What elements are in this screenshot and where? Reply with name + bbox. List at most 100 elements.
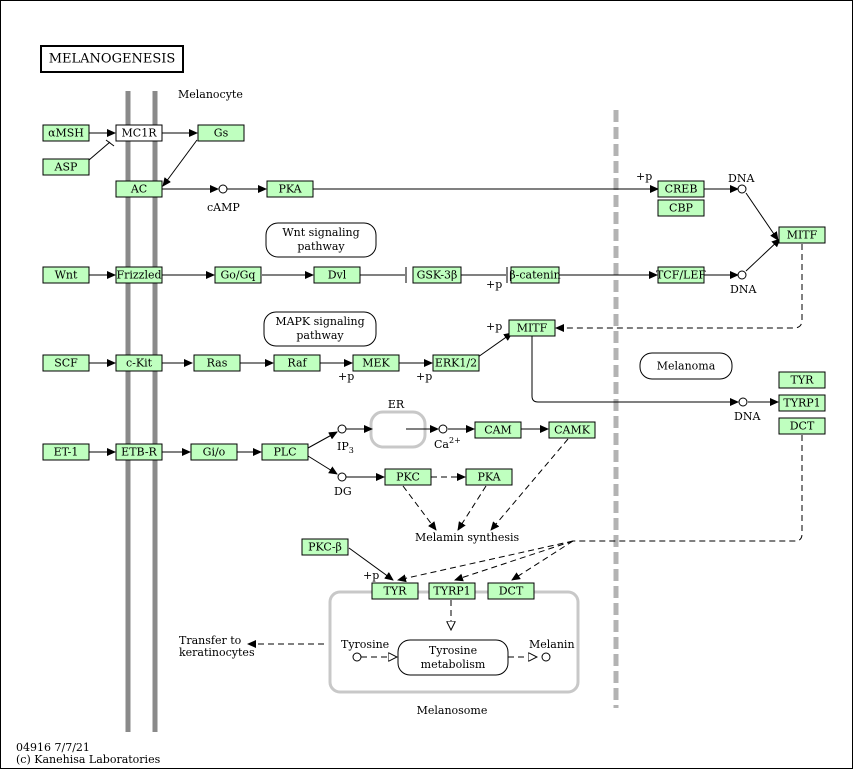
dna-node-1[interactable] xyxy=(737,184,747,194)
svg-text:TYRP1: TYRP1 xyxy=(783,397,820,410)
svg-text:ERK1/2: ERK1/2 xyxy=(435,357,477,370)
dna-node-3[interactable] xyxy=(738,397,748,407)
gene-pka-2[interactable]: PKA xyxy=(465,468,513,486)
melanocyte-label: Melanocyte xyxy=(178,88,243,101)
svg-text:Gs: Gs xyxy=(214,127,229,140)
gene-gogq[interactable]: Go/Gq xyxy=(214,266,262,284)
gene-tyr-2[interactable]: TYR xyxy=(371,582,419,600)
gene-dvl[interactable]: Dvl xyxy=(313,266,361,284)
svg-text:Frizzled: Frizzled xyxy=(116,269,161,282)
svg-text:Ras: Ras xyxy=(207,357,228,370)
transfer-label-line2: keratinocytes xyxy=(179,646,255,659)
gene-pka-1[interactable]: PKA xyxy=(266,180,314,198)
title-box: MELANOGENESIS xyxy=(40,45,184,73)
dg-node[interactable] xyxy=(337,472,347,482)
gene-mc1r[interactable]: MC1R xyxy=(115,124,163,142)
svg-text:CBP: CBP xyxy=(669,202,694,215)
svg-text:CREB: CREB xyxy=(665,183,698,196)
melanin-synthesis-label: Melamin synthesis xyxy=(415,531,520,544)
footer-id-date: 04916 7/7/21 xyxy=(16,741,90,754)
tyrosine-metabolism-link[interactable]: Tyrosine metabolism xyxy=(397,639,509,676)
gene-tyrp1-1[interactable]: TYRP1 xyxy=(778,394,826,412)
svg-text:ASP: ASP xyxy=(54,161,78,174)
svg-text:ET-1: ET-1 xyxy=(54,446,79,459)
gene-cam[interactable]: CAM xyxy=(474,421,522,439)
gene-wnt[interactable]: Wnt xyxy=(42,266,90,284)
wnt-pathway-link[interactable]: Wnt signaling pathway xyxy=(265,222,377,258)
gene-bcatenin[interactable]: β-catenin xyxy=(509,266,561,284)
svg-text:PKC: PKC xyxy=(396,471,420,484)
dna-node-2[interactable] xyxy=(737,270,747,280)
gene-etbr[interactable]: ETB-R xyxy=(115,443,163,461)
gene-cbp[interactable]: CBP xyxy=(657,199,705,217)
gene-camk[interactable]: CAMK xyxy=(548,421,596,439)
gene-dct-1[interactable]: DCT xyxy=(778,417,826,435)
er-label: ER xyxy=(388,398,405,411)
svg-text:DCT: DCT xyxy=(499,585,524,598)
svg-text:Wnt signaling: Wnt signaling xyxy=(282,226,359,239)
svg-text:TYR: TYR xyxy=(384,585,408,598)
svg-text:αMSH: αMSH xyxy=(48,127,84,140)
page-title: MELANOGENESIS xyxy=(49,52,176,67)
svg-text:PKA: PKA xyxy=(477,471,501,484)
gene-tcflef[interactable]: TCF/LEF xyxy=(656,266,706,284)
gene-gsk3b[interactable]: GSK-3β xyxy=(412,266,462,284)
gene-raf[interactable]: Raf xyxy=(273,354,321,372)
svg-text:MITF: MITF xyxy=(517,322,548,335)
svg-text:PKC-β: PKC-β xyxy=(308,541,342,554)
gene-pkcb[interactable]: PKC-β xyxy=(301,538,349,556)
gene-scf[interactable]: SCF xyxy=(42,354,90,372)
calcium-node[interactable] xyxy=(438,424,448,434)
gene-ckit[interactable]: c-Kit xyxy=(115,354,163,372)
melanoma-pathway-link[interactable]: Melanoma xyxy=(639,352,733,380)
phospho-erk: +p xyxy=(416,370,432,383)
gene-tyrp1-2[interactable]: TYRP1 xyxy=(428,582,476,600)
dg-label: DG xyxy=(334,485,352,498)
camp-label: cAMP xyxy=(207,201,240,214)
gene-gs[interactable]: Gs xyxy=(197,124,245,142)
tyrosine-node[interactable] xyxy=(352,652,362,662)
gene-frizzled[interactable]: Frizzled xyxy=(115,266,163,284)
svg-text:Raf: Raf xyxy=(287,357,307,370)
ip3-node[interactable] xyxy=(337,424,347,434)
mapk-pathway-link[interactable]: MAPK signaling pathway xyxy=(263,311,377,347)
svg-text:MAPK signaling: MAPK signaling xyxy=(275,315,364,328)
gene-dct-2[interactable]: DCT xyxy=(487,582,535,600)
gene-asp[interactable]: ASP xyxy=(42,158,90,176)
svg-text:metabolism: metabolism xyxy=(421,658,486,671)
gene-ras[interactable]: Ras xyxy=(193,354,241,372)
svg-text:β-catenin: β-catenin xyxy=(509,269,560,282)
phospho-mitf: +p xyxy=(486,320,502,333)
gene-mitf-1[interactable]: MITF xyxy=(778,226,826,244)
camp-node[interactable] xyxy=(218,184,228,194)
gene-pkc[interactable]: PKC xyxy=(384,468,432,486)
phospho-tyr: +p xyxy=(363,569,379,582)
gene-mek[interactable]: MEK xyxy=(352,354,400,372)
svg-text:TYRP1: TYRP1 xyxy=(433,585,470,598)
gene-ac[interactable]: AC xyxy=(115,180,163,198)
svg-text:pathway: pathway xyxy=(297,240,345,253)
gene-gio[interactable]: Gi/o xyxy=(190,443,238,461)
svg-text:Wnt: Wnt xyxy=(55,269,78,282)
svg-text:MEK: MEK xyxy=(362,357,390,370)
svg-text:DCT: DCT xyxy=(790,420,815,433)
svg-text:Gi/o: Gi/o xyxy=(203,446,226,459)
svg-text:GSK-3β: GSK-3β xyxy=(417,269,458,282)
gene-plc[interactable]: PLC xyxy=(261,443,309,461)
edges xyxy=(88,129,803,657)
gene-tyr-1[interactable]: TYR xyxy=(778,371,826,389)
svg-text:ETB-R: ETB-R xyxy=(121,446,157,459)
svg-text:Melanoma: Melanoma xyxy=(657,360,716,373)
gene-amsh[interactable]: αMSH xyxy=(42,124,90,142)
svg-text:MITF: MITF xyxy=(787,229,818,242)
gene-creb[interactable]: CREB xyxy=(657,180,705,198)
gene-mitf-2[interactable]: MITF xyxy=(508,319,556,337)
gene-et1[interactable]: ET-1 xyxy=(42,443,90,461)
svg-text:pathway: pathway xyxy=(296,329,344,342)
melanin-node[interactable] xyxy=(541,652,551,662)
dna-label-2: DNA xyxy=(730,283,757,296)
footer-copyright: (c) Kanehisa Laboratories xyxy=(16,753,161,766)
gene-erk[interactable]: ERK1/2 xyxy=(432,354,480,372)
